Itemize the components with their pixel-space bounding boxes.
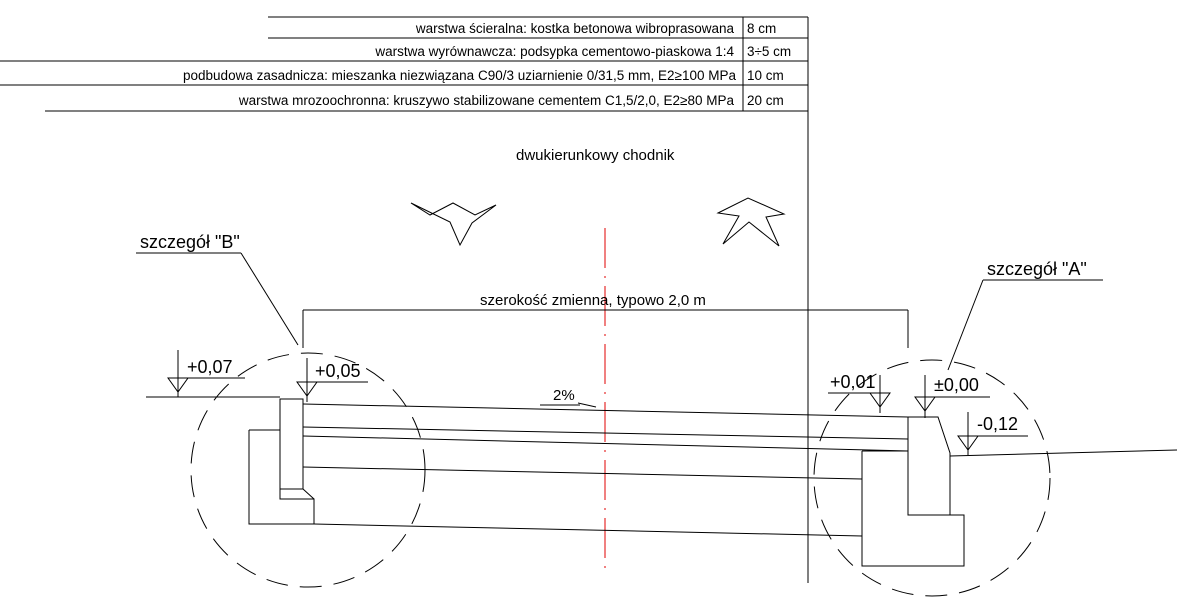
arrow-down-icon xyxy=(410,202,497,247)
level-label-right-edge: +0,01 xyxy=(830,372,876,392)
left-curb-foundation xyxy=(248,430,315,525)
layer-row-2-description: warstwa wyrównawcza: podsypka cementowo-… xyxy=(374,44,734,59)
width-label: szerokość zmienna, typowo 2,0 m xyxy=(480,292,706,309)
arrow-up-icon xyxy=(716,197,786,247)
level-label-road: -0,12 xyxy=(977,414,1018,434)
layer-row-4-description: warstwa mrozoochronna: kruszywo stabiliz… xyxy=(238,93,735,108)
detail-a-label: szczegół "A" xyxy=(987,259,1087,279)
layer-row-2-thickness: 3÷5 cm xyxy=(747,44,791,59)
layer-row-3-thickness: 10 cm xyxy=(747,68,784,83)
level-mark-left-edge: +0,05 xyxy=(296,358,368,402)
right-curb-foundation xyxy=(861,450,965,567)
pavement-structure xyxy=(248,398,1177,567)
level-label-left-outer: +0,07 xyxy=(187,357,233,377)
slope-label: 2% xyxy=(553,387,575,404)
detail-b-label: szczegół "B" xyxy=(140,232,240,252)
surface-line xyxy=(302,403,909,418)
detail-a-circle xyxy=(813,359,1051,597)
detail-b-callout: szczegół "B" xyxy=(136,232,299,346)
slope-indicator: 2% xyxy=(540,387,597,408)
level-label-curb-top: ±0,00 xyxy=(934,375,979,395)
layer-row-1-thickness: 8 cm xyxy=(747,21,776,36)
road-surface-line xyxy=(949,449,1177,457)
level-mark-left-outer: +0,07 xyxy=(167,350,245,397)
level-label-left-edge: +0,05 xyxy=(315,361,361,381)
level-mark-curb-top: ±0,00 xyxy=(914,375,990,418)
detail-b-circle xyxy=(190,352,426,588)
level-mark-road: -0,12 xyxy=(957,412,1028,455)
base-bottom-line xyxy=(302,466,863,480)
right-road-curb xyxy=(908,416,951,516)
layers-table: warstwa ścieralna: kostka betonowa wibro… xyxy=(0,16,808,112)
layer-row-4-thickness: 20 cm xyxy=(747,93,784,108)
paver-bottom-line xyxy=(302,426,909,440)
level-mark-right-edge: +0,01 xyxy=(828,372,891,413)
subbase-bottom-line xyxy=(313,523,863,537)
bedding-bottom-line xyxy=(302,435,909,452)
section-title: dwukierunkowy chodnik xyxy=(516,147,675,164)
layer-row-1-description: warstwa ścieralna: kostka betonowa wibro… xyxy=(415,21,735,36)
layer-row-3-description: podbudowa zasadnicza: mieszanka niezwiąz… xyxy=(183,68,736,83)
width-dimension: szerokość zmienna, typowo 2,0 m xyxy=(302,292,909,348)
detail-a-callout: szczegół "A" xyxy=(947,259,1103,371)
left-edge-curb xyxy=(279,398,304,490)
